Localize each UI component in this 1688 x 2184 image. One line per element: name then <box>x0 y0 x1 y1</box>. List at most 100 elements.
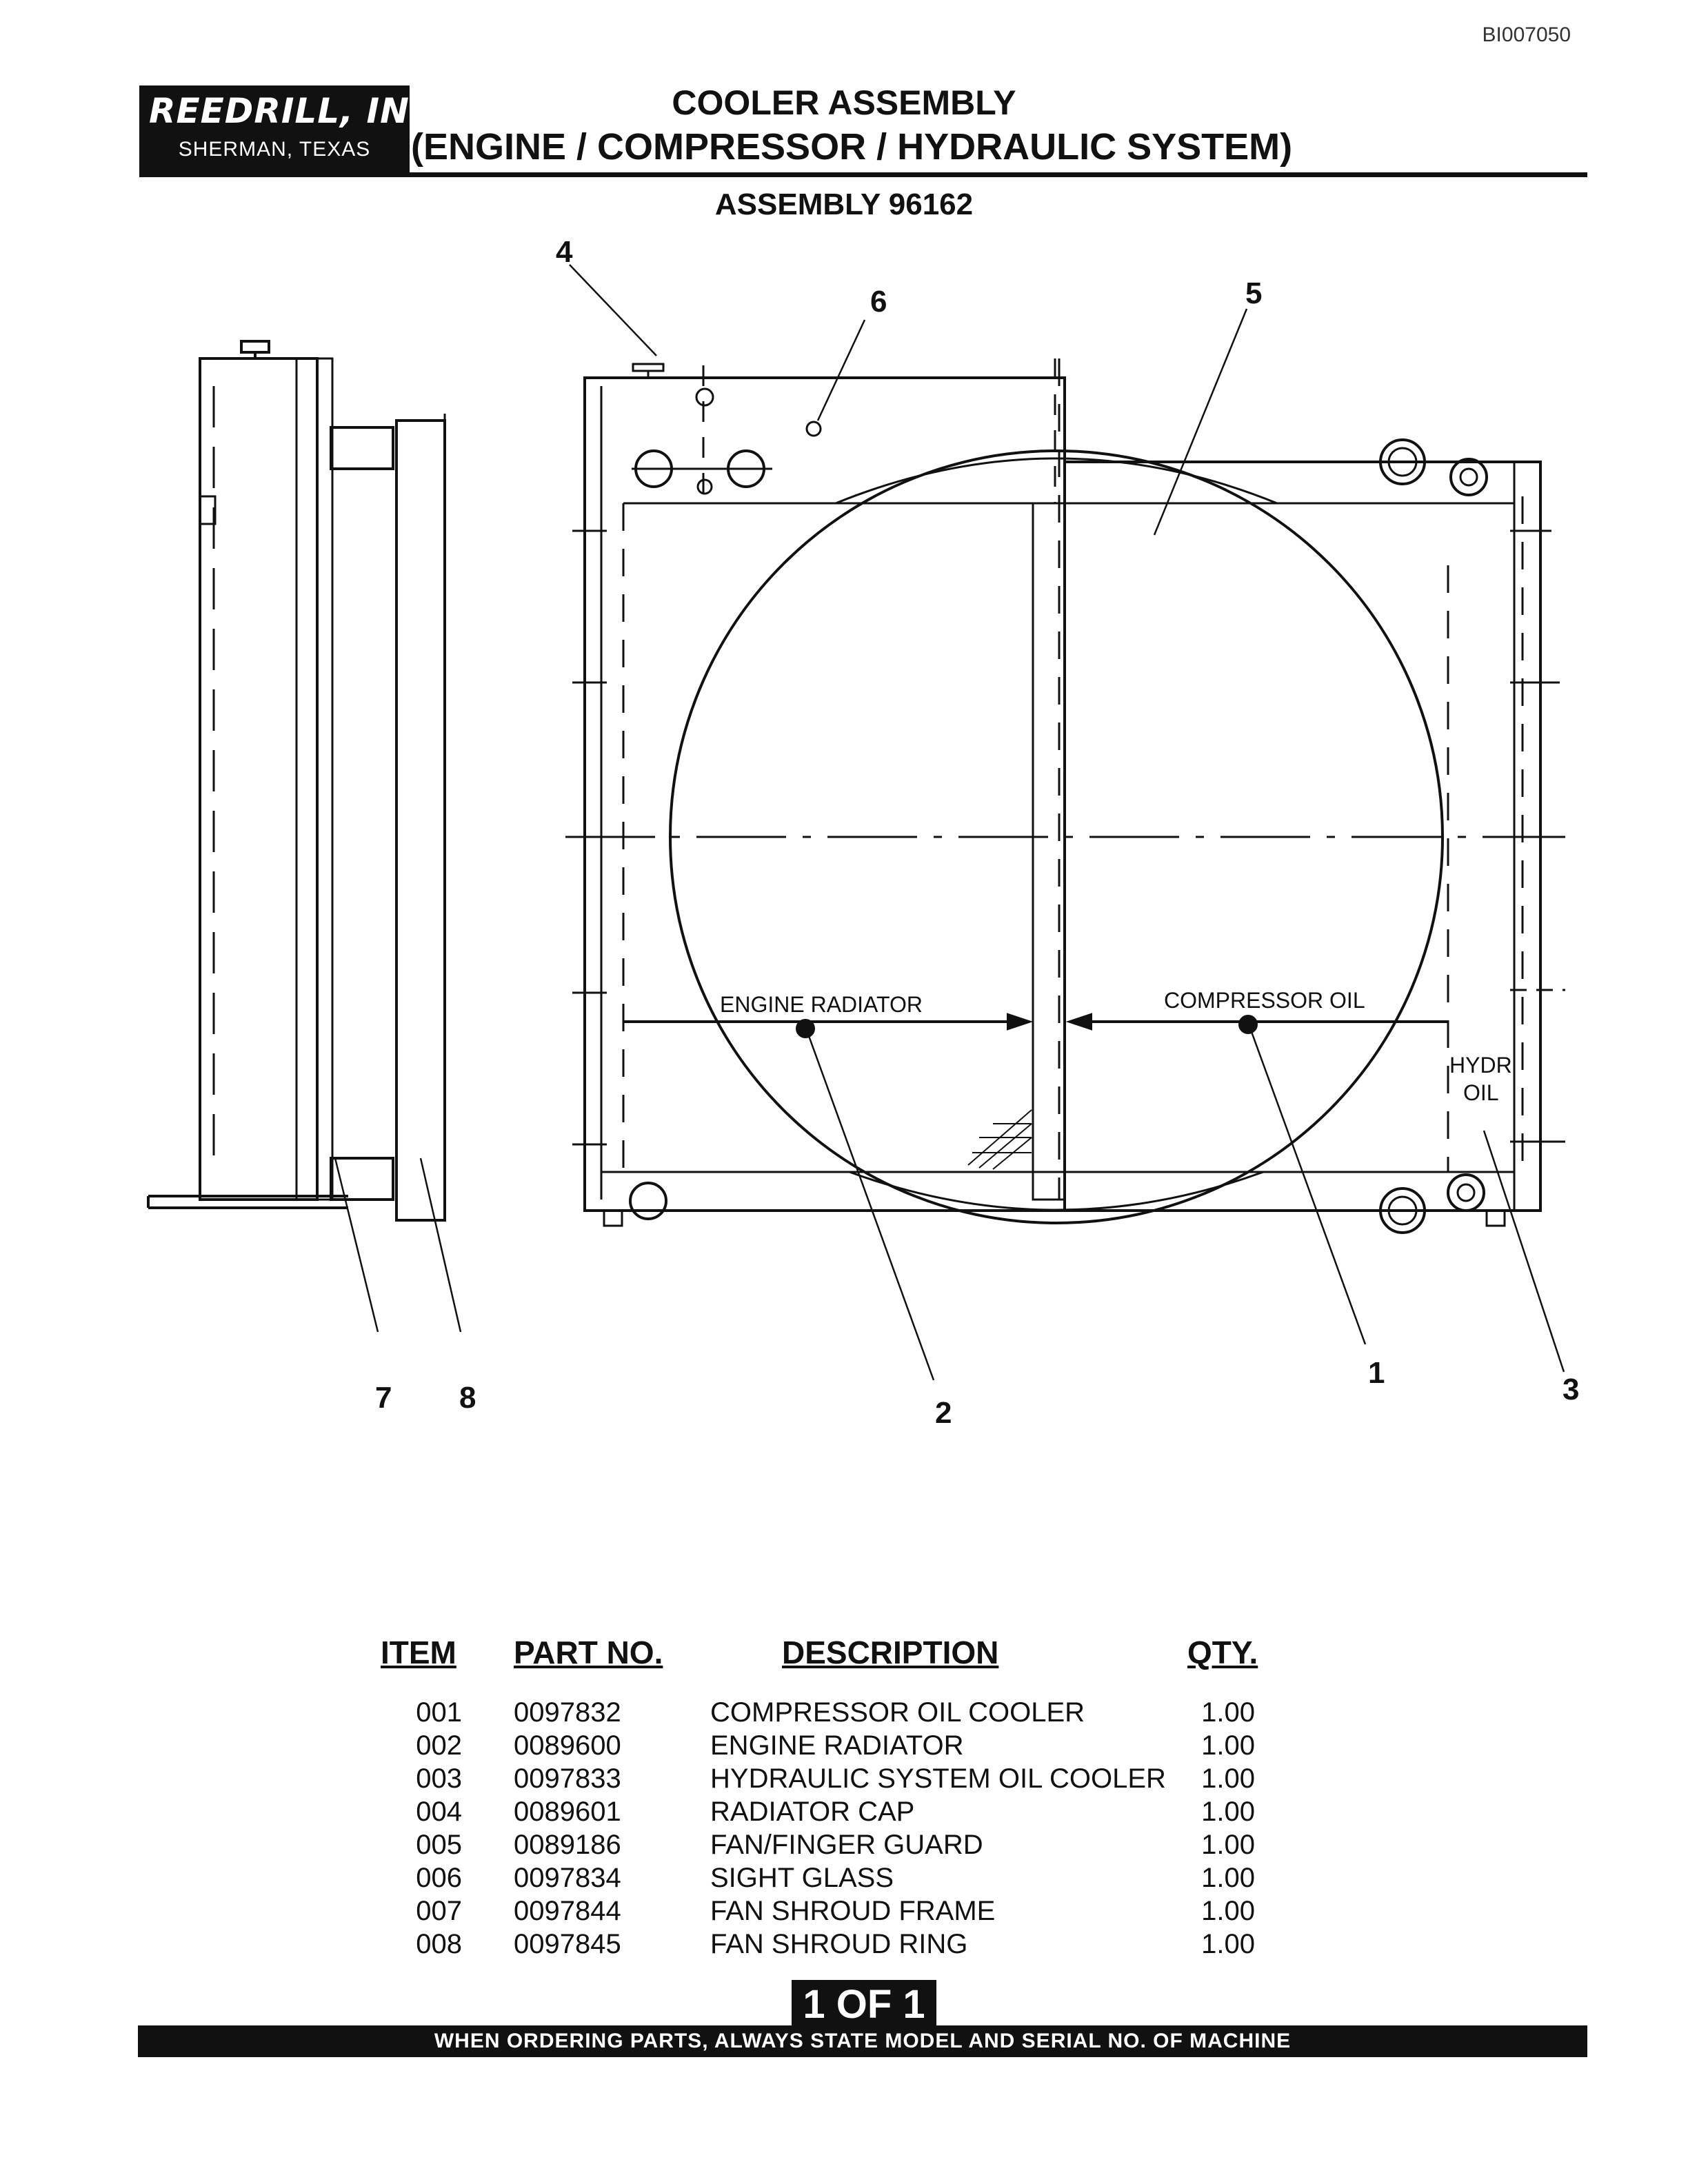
column-qty: 1.00 1.00 1.00 1.00 1.00 1.00 1.00 1.00 <box>1193 1696 1255 1961</box>
leader-5 <box>1153 308 1248 536</box>
side-view-core <box>199 357 319 1201</box>
row-4-description: RADIATOR CAP <box>710 1797 915 1827</box>
company-location: SHERMAN, TEXAS <box>178 138 371 161</box>
document-code: BI007050 <box>1482 23 1571 46</box>
leader-1 <box>1249 1029 1367 1345</box>
callout-6: 6 <box>870 285 887 318</box>
assembly-number: ASSEMBLY 96162 <box>714 188 974 221</box>
side-view <box>147 340 446 1222</box>
leader-3 <box>1483 1130 1565 1373</box>
side-view-lower-bracket <box>330 1157 394 1201</box>
page-indicator: 1 OF 1 <box>792 1980 936 2030</box>
row-2-item: 002 <box>416 1730 462 1761</box>
engine-radiator-arrowhead <box>1007 1013 1034 1031</box>
upper-right-port <box>1449 458 1488 496</box>
callout-numbers: 4 6 5 2 1 3 7 8 <box>375 235 1579 1430</box>
engine-radiator-marker <box>796 1019 815 1038</box>
row-5-item: 005 <box>416 1830 462 1860</box>
row-8-description: FAN SHROUD RING <box>710 1929 968 1959</box>
row-7-item: 007 <box>416 1896 462 1926</box>
label-hydraulic-oil-1: HYDR <box>1449 1053 1512 1078</box>
row-7-part-no: 0097844 <box>514 1896 621 1926</box>
upper-fitting <box>695 387 714 407</box>
upper-right-port-inner <box>1459 467 1478 487</box>
row-5-description: FAN/FINGER GUARD <box>710 1830 983 1860</box>
footer-note: WHEN ORDERING PARTS, ALWAYS STATE MODEL … <box>138 2025 1587 2057</box>
lower-right-mount-inner <box>1387 1195 1418 1226</box>
page-subtitle: (ENGINE / COMPRESSOR / HYDRAULIC SYSTEM) <box>411 126 1293 168</box>
column-description: COMPRESSOR OIL COOLER ENGINE RADIATOR HY… <box>710 1696 1166 1961</box>
side-view-sight-glass <box>199 495 217 525</box>
row-2-qty: 1.00 <box>1201 1730 1255 1761</box>
callout-4: 4 <box>556 235 573 269</box>
row-7-description: FAN SHROUD FRAME <box>710 1896 996 1926</box>
callout-8: 8 <box>459 1381 476 1415</box>
hatch-line-2 <box>978 1123 1032 1169</box>
row-5-qty: 1.00 <box>1201 1830 1255 1860</box>
row-3-item: 003 <box>416 1763 462 1794</box>
label-engine-radiator: ENGINE RADIATOR <box>720 992 923 1017</box>
leader-8 <box>419 1157 462 1333</box>
leader-7 <box>334 1157 379 1333</box>
page-title: COOLER ASSEMBLY <box>672 83 1016 122</box>
leader-4 <box>569 264 657 356</box>
row-3-part-no: 0097833 <box>514 1763 621 1794</box>
side-view-upper-bracket <box>330 426 394 470</box>
compressor-oil-arrowhead <box>1065 1013 1092 1031</box>
row-8-qty: 1.00 <box>1201 1929 1255 1959</box>
column-part-no: 0097832 0089600 0097833 0089601 0089186 … <box>514 1696 621 1961</box>
cooler-assembly-diagram: 4 6 5 2 1 3 7 8 ENGINE RADIATOR COMPRESS… <box>147 235 1579 1430</box>
leader-6 <box>816 319 866 421</box>
callout-2: 2 <box>935 1396 952 1430</box>
row-8-part-no: 0097845 <box>514 1929 621 1959</box>
row-6-part-no: 0097834 <box>514 1863 621 1893</box>
lower-right-foot <box>1485 1209 1506 1227</box>
side-view-frame <box>316 357 334 1201</box>
label-hydraulic-oil-2: OIL <box>1463 1080 1499 1105</box>
row-7-qty: 1.00 <box>1201 1896 1255 1926</box>
row-2-part-no: 0089600 <box>514 1730 621 1761</box>
callout-5: 5 <box>1245 276 1262 310</box>
leader-lines <box>334 264 1565 1381</box>
row-8-item: 008 <box>416 1929 462 1959</box>
core-cutaway-hatch <box>967 1109 1032 1170</box>
header-rule <box>139 172 1587 177</box>
compressor-oil-marker <box>1238 1015 1258 1034</box>
lower-left-port <box>629 1182 667 1220</box>
row-1-qty: 1.00 <box>1201 1697 1255 1728</box>
side-view-cap <box>240 340 270 354</box>
row-4-item: 004 <box>416 1797 462 1827</box>
row-6-item: 006 <box>416 1863 462 1893</box>
callout-7: 7 <box>375 1381 392 1415</box>
lower-right-mount-outer <box>1379 1187 1426 1234</box>
lower-left-foot <box>603 1209 623 1227</box>
row-1-description: COMPRESSOR OIL COOLER <box>710 1697 1085 1728</box>
header-description: DESCRIPTION <box>782 1635 999 1670</box>
callout-1: 1 <box>1368 1356 1385 1390</box>
callout-3: 3 <box>1563 1373 1579 1406</box>
side-view-shroud-ring <box>395 419 446 1222</box>
upper-fitting-small <box>696 478 713 495</box>
row-4-qty: 1.00 <box>1201 1797 1255 1827</box>
diagram-labels: ENGINE RADIATOR COMPRESSOR OIL HYDR OIL <box>720 988 1512 1105</box>
fan-finger-guard <box>669 449 1444 1224</box>
leader-2 <box>807 1033 935 1381</box>
sight-glass <box>805 421 822 437</box>
front-view <box>565 358 1565 1234</box>
fan-shroud-bottom-arc <box>849 1171 1264 1211</box>
row-2-description: ENGINE RADIATOR <box>710 1730 964 1761</box>
upper-right-mount-outer <box>1379 438 1426 485</box>
radiator-cap <box>632 363 665 372</box>
lower-right-port-inner <box>1456 1183 1476 1202</box>
header-item: ITEM <box>381 1635 456 1670</box>
row-1-part-no: 0097832 <box>514 1697 621 1728</box>
row-3-qty: 1.00 <box>1201 1763 1255 1794</box>
row-1-item: 001 <box>416 1697 462 1728</box>
company-name: REEDRILL, INC. <box>149 91 450 131</box>
header-part-no: PART NO. <box>514 1635 663 1670</box>
row-6-description: SIGHT GLASS <box>710 1863 894 1893</box>
upper-right-mount-inner <box>1387 447 1418 477</box>
row-5-part-no: 0089186 <box>514 1830 621 1860</box>
company-logo: REEDRILL, INC. SHERMAN, TEXAS <box>139 85 450 172</box>
column-item: 001 002 003 004 005 006 007 008 <box>407 1696 462 1961</box>
